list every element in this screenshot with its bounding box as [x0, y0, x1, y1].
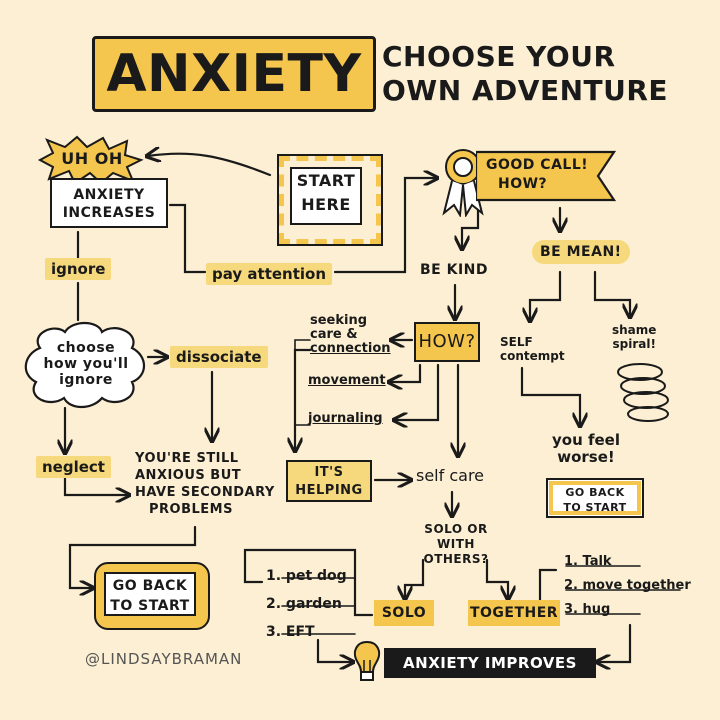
anxiety-increases-box: ANXIETY INCREASES [50, 178, 168, 228]
title-sub: CHOOSE YOUR OWN ADVENTURE [382, 40, 668, 108]
start-here-box: START HERE [277, 154, 383, 246]
arrow-start-to-uhoh [148, 154, 272, 177]
be-mean-label: BE MEAN! [532, 240, 630, 264]
journaling-label: journaling [308, 411, 383, 426]
solo-box: SOLO [374, 600, 434, 626]
feel-worse-label: you feel worse! [552, 431, 620, 466]
list-item: 3. hug [564, 602, 611, 617]
choose-cloud [24, 321, 146, 409]
arrow-how-to-journaling [395, 363, 440, 420]
arrow-bemean-to-contempt [530, 270, 562, 320]
list-item: 3. EFT [266, 624, 315, 640]
arrow-togetherlist-to-improves [598, 623, 632, 662]
lightbulb-icon [353, 640, 381, 681]
good-call-banner [476, 150, 616, 202]
title-sub-line1: CHOOSE YOUR [382, 40, 616, 73]
arrow-neglect-to-still [63, 476, 128, 495]
movement-label: movement [308, 373, 386, 388]
its-helping-box: IT'S HELPING [286, 460, 372, 502]
self-care-label: self care [416, 466, 485, 485]
start-line1: START [296, 171, 356, 190]
arrow-bracket-to-helping [295, 348, 312, 450]
title-sub-line2: OWN ADVENTURE [382, 74, 669, 107]
arrow-how-to-movement [390, 363, 422, 382]
spiral-icon [617, 363, 669, 422]
pay-attention-label: pay attention [206, 263, 333, 285]
solo-list: 1. pet dog 2. garden 3. EFT [266, 562, 347, 646]
title-main: ANXIETY [92, 36, 376, 112]
how-box: HOW? [414, 322, 480, 362]
seeking-label: seeking care & connection [310, 313, 391, 356]
together-box: TOGETHER [468, 600, 560, 626]
ignore-label: ignore [45, 258, 112, 280]
arrow-pay-attention-to-goodcall [333, 178, 436, 274]
arrow-sololist-to-improves [316, 638, 352, 662]
arrow-contempt-to-worse [520, 366, 580, 425]
choose-label: choose how you'll ignore [43, 340, 129, 388]
start-line2: HERE [301, 195, 351, 214]
shame-spiral-label: shame spiral! [612, 323, 657, 351]
uh-oh-label: UH OH [61, 149, 123, 168]
go-back-left-box: GO BACK TO START [94, 562, 210, 630]
arrow-solo-to-list [243, 548, 374, 617]
arrow-goodcall-to-bekind [462, 208, 480, 248]
list-item: 1. pet dog [266, 568, 347, 584]
go-back-right-box: GO BACK TO START [546, 478, 644, 518]
arrow-bemean-to-shame [593, 270, 630, 316]
list-item: 1. Talk [564, 554, 612, 569]
arrow-to-together [485, 558, 508, 598]
anxiety-improves-banner: ANXIETY IMPROVES [384, 648, 596, 678]
ribbon-icon [442, 149, 484, 217]
arrow-still-to-goback [68, 525, 197, 588]
neglect-label: neglect [36, 456, 111, 478]
together-list: 1. Talk 2. move together 3. hug [564, 550, 691, 622]
arrow-to-solo [405, 558, 425, 598]
good-call-label: GOOD CALL! HOW? [486, 157, 589, 192]
credit-text: @LINDSAYBRAMAN [85, 650, 243, 668]
list-item: 2. move together [564, 578, 691, 593]
be-kind-label: BE KIND [420, 262, 489, 278]
arrow-together-to-list [538, 568, 558, 607]
arrow-to-pay-attention [168, 203, 207, 274]
dissociate-label: dissociate [170, 346, 268, 368]
still-anxious-text: YOU'RE STILL ANXIOUS BUT HAVE SECONDARY … [135, 451, 275, 517]
solo-or-with-label: SOLO OR WITH OTHERS? [423, 522, 489, 566]
uh-oh-burst [37, 135, 144, 185]
list-item: 2. garden [266, 596, 342, 612]
self-contempt-label: SELF contempt [500, 335, 565, 363]
